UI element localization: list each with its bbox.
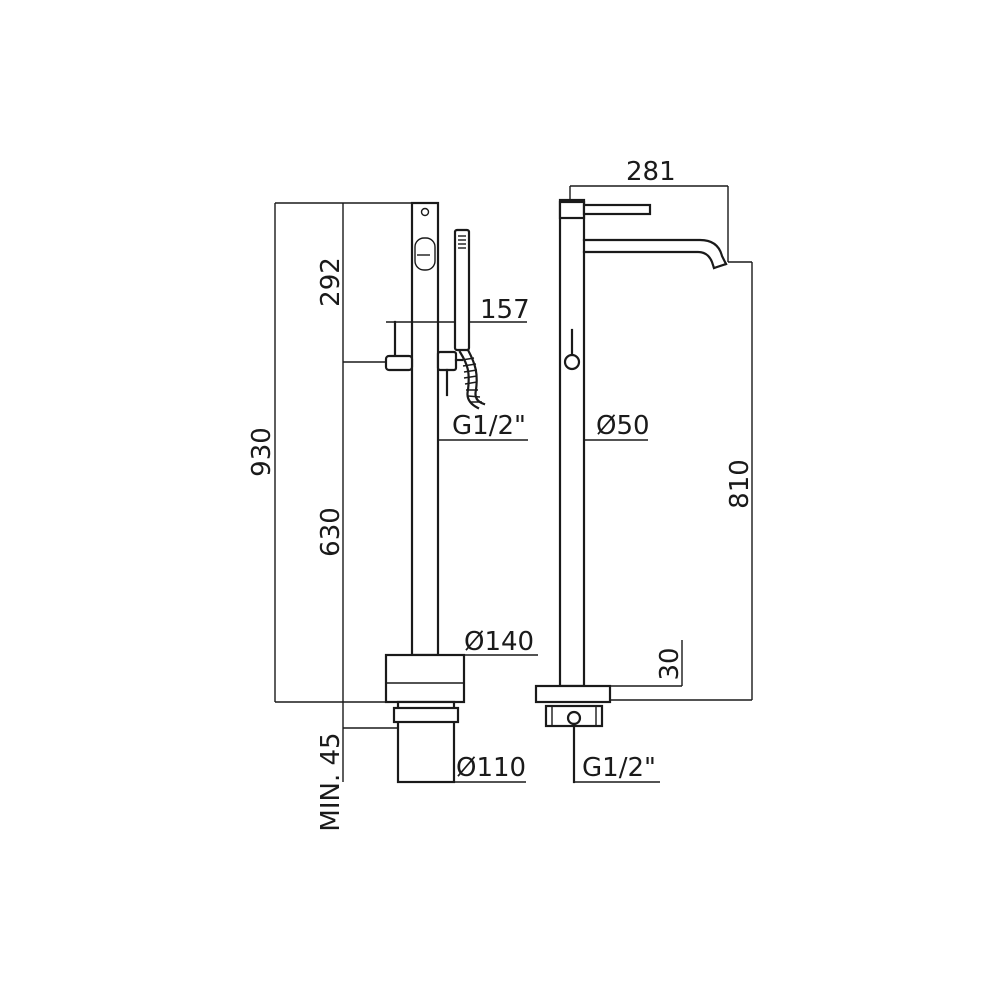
mid-lever — [563, 328, 581, 371]
right-column — [558, 198, 652, 688]
dim-inlet-thread-lower: G1/2" — [582, 753, 656, 783]
right-connector: G1/2" — [544, 704, 660, 784]
hand-shower — [436, 228, 486, 410]
dim-base-height: 30 — [655, 647, 685, 680]
dimension-min-45: MIN. 45 — [316, 702, 398, 832]
dim-handshower-offset: 157 — [480, 295, 530, 325]
floor-housing: Ø110 — [392, 700, 526, 784]
left-view: 930 292 630 MIN. 45 — [247, 201, 538, 832]
spout — [582, 238, 728, 270]
left-column — [410, 201, 440, 657]
dim-spout-reach: 281 — [626, 157, 676, 187]
dimension-292-630: 292 630 — [316, 203, 395, 702]
dim-lower-section: 630 — [316, 507, 346, 557]
dimension-d50: Ø50 — [584, 411, 650, 441]
dim-upper-section: 292 — [316, 257, 346, 307]
dim-base-diameter: Ø140 — [464, 627, 534, 657]
dim-total-height: 930 — [247, 427, 277, 477]
base-flange: Ø140 — [384, 627, 538, 704]
dimension-930: 930 — [247, 202, 412, 703]
dim-min-depth: MIN. 45 — [316, 732, 346, 831]
right-base: 30 — [534, 640, 685, 704]
dimension-281: 281 — [569, 157, 729, 262]
dimension-g12-upper: G1/2" — [437, 370, 528, 441]
dim-column-diameter: Ø50 — [596, 411, 650, 441]
dimension-157: 157 — [470, 295, 530, 325]
dim-floor-housing-diameter: Ø110 — [456, 753, 526, 783]
diverter-handle — [384, 320, 470, 372]
right-view: 281 810 Ø50 — [534, 157, 755, 784]
dim-spout-height: 810 — [725, 459, 755, 509]
dimension-810: 810 — [610, 261, 755, 701]
dim-inlet-thread-upper: G1/2" — [452, 411, 526, 441]
